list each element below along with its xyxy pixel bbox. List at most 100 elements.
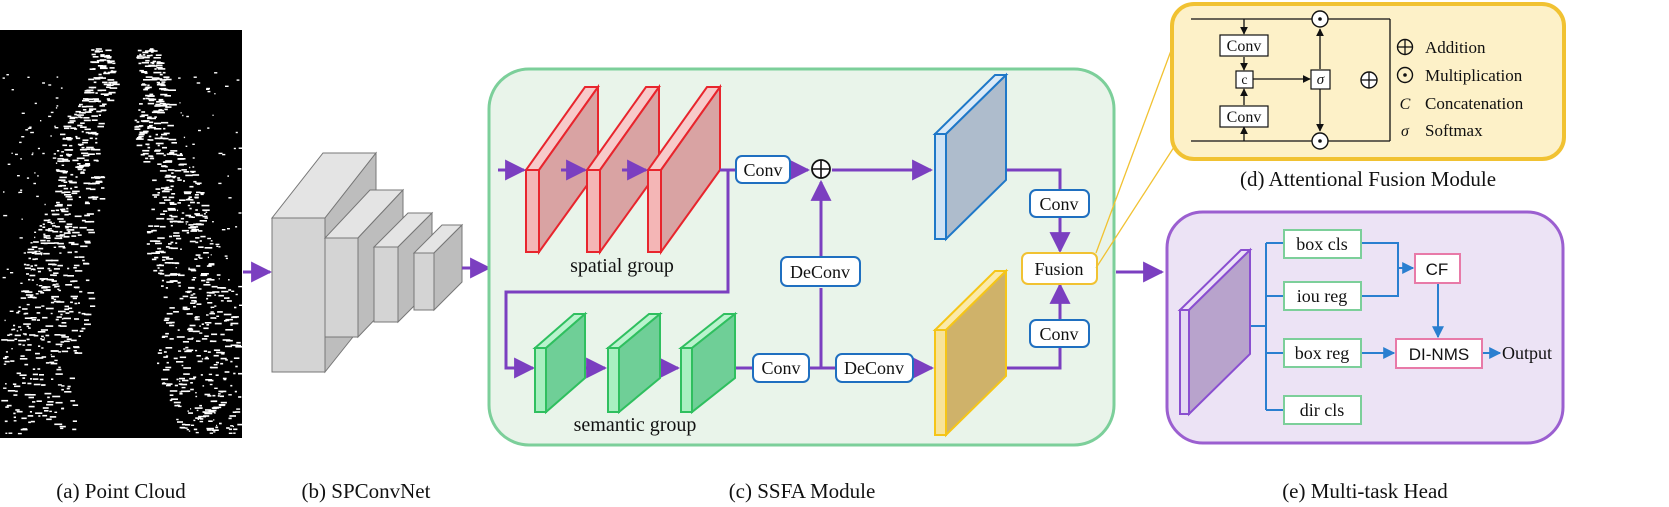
point-cloud-dot (73, 267, 77, 269)
point-cloud-dot (66, 229, 75, 231)
point-cloud-dot (18, 191, 20, 194)
point-cloud-dot (214, 305, 217, 307)
point-cloud-dot (210, 317, 216, 319)
point-cloud-dot (37, 331, 46, 333)
point-cloud-dot (68, 180, 73, 182)
point-cloud-dot (11, 348, 13, 350)
point-cloud-dot (59, 325, 67, 327)
point-cloud-dot (186, 313, 193, 315)
point-cloud-dot (230, 322, 239, 325)
point-cloud-dot (180, 248, 182, 250)
point-cloud-dot (205, 409, 212, 411)
point-cloud-dot (206, 265, 212, 267)
point-cloud-dot (203, 415, 210, 417)
point-cloud-dot (71, 235, 77, 237)
point-cloud-dot (159, 170, 167, 172)
point-cloud-dot (38, 250, 41, 253)
point-cloud-dot (61, 385, 65, 387)
point-cloud-dot (41, 287, 48, 289)
point-cloud-dot (69, 117, 76, 120)
point-cloud-dot (138, 109, 141, 111)
point-cloud-dot (40, 239, 46, 242)
point-cloud-dot (88, 100, 96, 103)
point-cloud-dot (179, 356, 187, 359)
point-cloud-dot (23, 290, 30, 292)
point-cloud-dot (95, 48, 102, 50)
afm-multiply-bottom (1311, 132, 1329, 150)
point-cloud-dot (187, 410, 189, 412)
spatial-feature-map (932, 72, 1009, 242)
afm-wiring (1191, 18, 1391, 142)
point-cloud-dot (52, 157, 57, 159)
point-cloud-dot (70, 339, 77, 342)
point-cloud-dot (25, 129, 29, 131)
point-cloud-dot (93, 81, 97, 84)
point-cloud-dot (4, 319, 6, 322)
svg-text:box reg: box reg (1295, 343, 1349, 363)
point-cloud-dot (86, 90, 91, 92)
point-cloud-dot (213, 431, 216, 433)
point-cloud-dot (155, 54, 162, 56)
point-cloud-dot (100, 67, 108, 70)
point-cloud-dot (167, 207, 176, 210)
point-cloud-dot (151, 258, 157, 261)
point-cloud-dot (228, 432, 233, 434)
legend-softmax-symbol: σ (1401, 123, 1410, 140)
point-cloud-dot (221, 290, 229, 293)
point-cloud-dot (3, 357, 7, 360)
point-cloud-dot (81, 105, 87, 108)
point-cloud-dot (148, 64, 155, 67)
point-cloud-dot (230, 344, 239, 347)
point-cloud-dot (80, 126, 87, 128)
head-di-nms-box: DI-NMS (1395, 338, 1483, 369)
point-cloud-dot (165, 174, 171, 177)
point-cloud-dot (182, 308, 190, 310)
point-cloud-dot (159, 88, 165, 90)
point-cloud-dot (108, 91, 116, 94)
point-cloud-dot (78, 116, 81, 118)
point-cloud-dot (155, 242, 162, 245)
point-cloud-dot (181, 229, 189, 232)
point-cloud-dot (239, 304, 243, 306)
point-cloud-dot (99, 59, 107, 61)
semantic-group-blocks (532, 311, 738, 415)
point-cloud-dot (74, 256, 79, 258)
point-cloud-dot (53, 298, 57, 301)
point-cloud-dot (195, 237, 200, 239)
point-cloud-dot (200, 274, 208, 277)
point-cloud-dot (80, 172, 85, 174)
point-cloud-dot (204, 217, 208, 219)
point-cloud-dot (149, 157, 155, 160)
point-cloud-dot (165, 287, 168, 289)
point-cloud-dot (143, 120, 150, 122)
svg-text:DI-NMS: DI-NMS (1409, 345, 1469, 364)
point-cloud-dot (168, 89, 176, 91)
point-cloud-dot (6, 404, 12, 407)
afm-legend: Addition Multiplication C Concatenation … (1396, 38, 1524, 140)
point-cloud-dot (64, 149, 73, 151)
point-cloud-dot (42, 407, 49, 409)
point-cloud-dot (134, 128, 141, 130)
point-cloud-dot (90, 61, 97, 63)
point-cloud-dot (74, 352, 83, 354)
point-cloud-dot (79, 330, 84, 332)
point-cloud-dot (225, 359, 228, 361)
point-cloud-dot (188, 327, 193, 330)
point-cloud-dot (101, 109, 106, 112)
point-cloud-dot (92, 198, 98, 200)
point-cloud-dot (69, 377, 75, 380)
point-cloud-dot (63, 317, 71, 320)
point-cloud-dot (144, 87, 150, 90)
point-cloud-dot (50, 259, 59, 262)
point-cloud-dot (177, 421, 183, 423)
point-cloud-dot (189, 324, 196, 327)
point-cloud-dot (34, 253, 43, 255)
point-cloud-dot (43, 337, 45, 339)
point-cloud-dot (45, 259, 53, 262)
point-cloud-dot (78, 164, 83, 167)
point-cloud-dot (13, 412, 16, 415)
point-cloud-dot (192, 330, 200, 333)
point-cloud-dot (226, 427, 230, 429)
point-cloud-dot (7, 163, 11, 165)
point-cloud-dot (157, 163, 162, 165)
